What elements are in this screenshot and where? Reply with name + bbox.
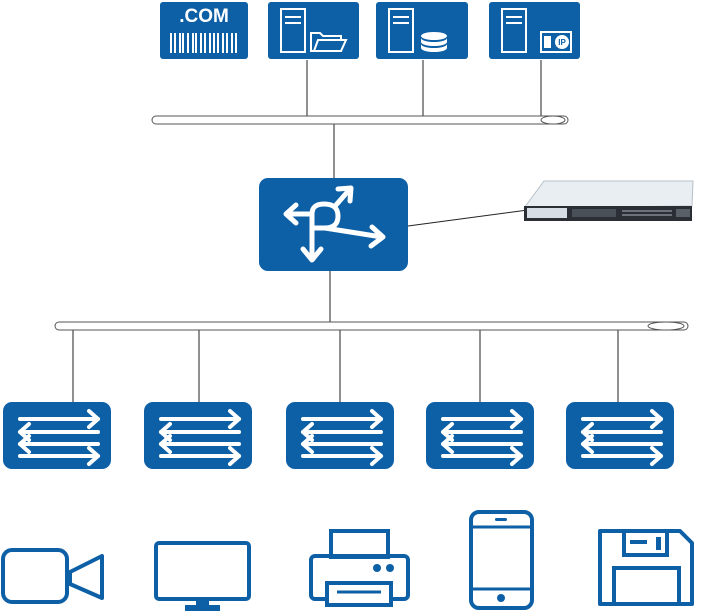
switch-icon [566,402,674,469]
connections [72,60,619,402]
monitor-icon [154,541,251,611]
switch-icon [426,402,534,469]
link-router-appliance [407,209,529,227]
video-camera-icon [1,548,104,604]
ip-label: IP [558,38,566,47]
ip-server-icon: IP [489,2,580,59]
domain-server-icon: .COM [160,2,248,59]
database-server-icon [376,2,468,59]
switch-icon [3,402,111,469]
top-bus [151,115,569,125]
smartphone-icon [469,510,534,610]
bottom-bus [54,321,689,331]
rack-server-appliance [522,180,694,221]
domain-label: .COM [179,6,229,27]
printer-icon [309,529,410,607]
switch-icon [286,402,394,469]
switch-row [3,402,674,469]
switch-icon [144,402,252,469]
floppy-disk-icon [598,529,694,606]
file-server-icon [268,2,359,59]
router-icon [259,178,408,271]
